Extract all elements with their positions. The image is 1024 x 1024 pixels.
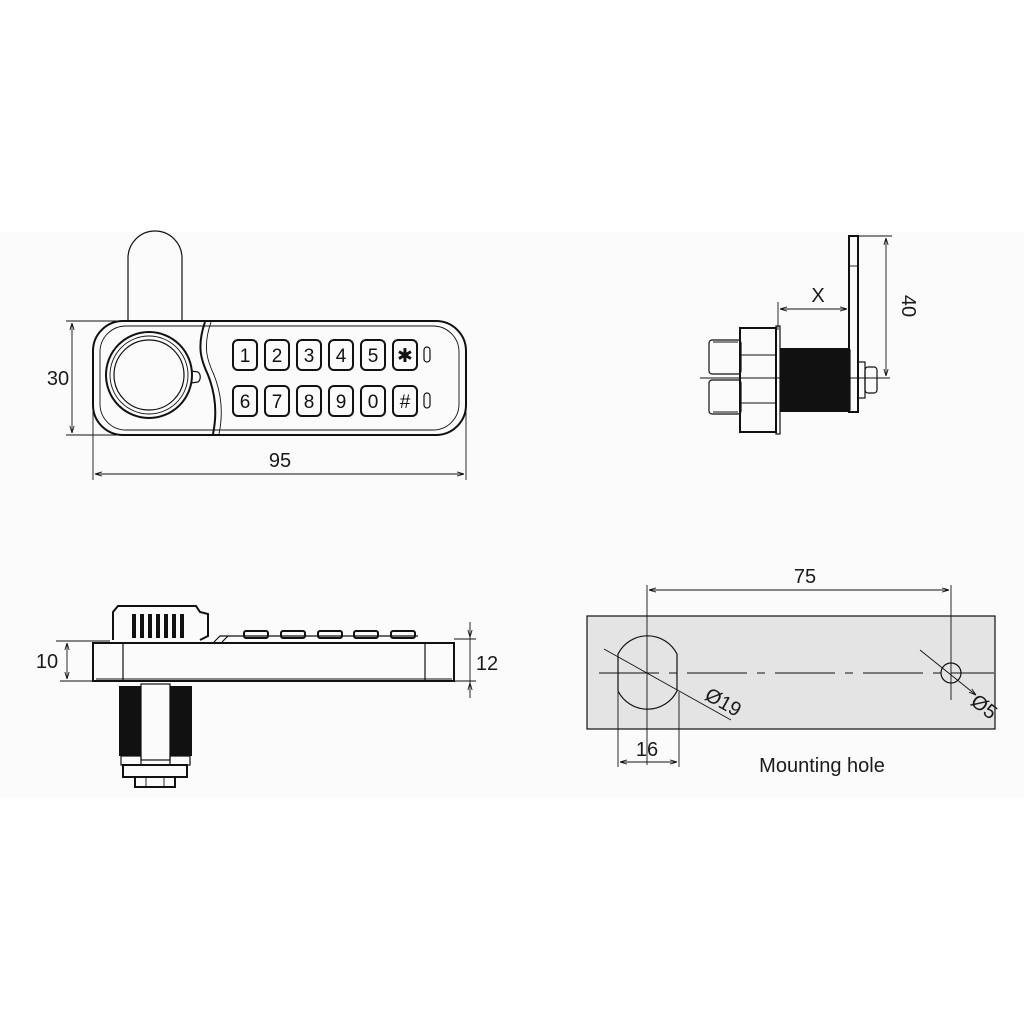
mounting-plate — [586, 615, 996, 730]
svg-text:✱: ✱ — [397, 346, 413, 367]
key-5: 5 — [360, 339, 386, 371]
svg-text:6: 6 — [240, 392, 251, 413]
profile-view: 10 12 — [36, 605, 498, 788]
svg-text:7: 7 — [272, 392, 283, 413]
key-4: 4 — [328, 339, 354, 371]
body-divider — [199, 321, 217, 435]
side-view: X 40 — [700, 235, 919, 435]
key-6: 6 — [232, 385, 258, 417]
latch-bolt — [127, 230, 183, 322]
svg-text:3: 3 — [304, 346, 315, 367]
svg-text:40: 40 — [897, 295, 919, 317]
key-2: 2 — [264, 339, 290, 371]
dimension-height-12: 12 — [454, 622, 498, 698]
knob-grip — [132, 614, 184, 638]
threaded-cylinder-profile — [119, 683, 192, 788]
threaded-cylinder — [780, 348, 848, 412]
svg-text:X: X — [811, 285, 824, 307]
dimension-spacing-75: 75 — [649, 566, 949, 590]
front-view: 1 2 3 4 5 ✱ — [47, 230, 467, 480]
lock-body-inner-edge — [99, 325, 460, 431]
dimension-height-10: 10 — [36, 640, 110, 682]
key-3: 3 — [296, 339, 322, 371]
lock-body-profile — [92, 642, 455, 682]
led-indicator-bottom — [423, 392, 431, 409]
key-8: 8 — [296, 385, 322, 417]
key-7: 7 — [264, 385, 290, 417]
mounting-hole-caption: Mounting hole — [759, 755, 885, 777]
key-bumps — [243, 630, 416, 639]
dimension-height-30: 30 — [47, 320, 120, 436]
svg-text:12: 12 — [476, 653, 498, 675]
key-hash: # — [392, 385, 418, 417]
svg-text:8: 8 — [304, 392, 315, 413]
svg-text:9: 9 — [336, 392, 347, 413]
svg-text:2: 2 — [272, 346, 283, 367]
keypad: 1 2 3 4 5 ✱ — [232, 339, 431, 417]
led-indicator-top — [423, 346, 431, 363]
svg-text:95: 95 — [269, 450, 291, 472]
key-0: 0 — [360, 385, 386, 417]
key-star: ✱ — [392, 339, 418, 371]
key-1: 1 — [232, 339, 258, 371]
svg-text:0: 0 — [368, 392, 379, 413]
svg-text:30: 30 — [47, 368, 69, 390]
dimension-height-40: 40 — [858, 235, 919, 376]
key-9: 9 — [328, 385, 354, 417]
svg-text:5: 5 — [368, 346, 379, 367]
svg-text:1: 1 — [240, 346, 251, 367]
dimension-x: X — [777, 285, 847, 330]
knob — [105, 331, 201, 419]
svg-text:16: 16 — [636, 739, 658, 761]
svg-text:75: 75 — [794, 566, 816, 588]
lock-body — [92, 320, 467, 436]
cam-plate — [848, 235, 859, 413]
svg-text:#: # — [400, 392, 411, 413]
mounting-hole-view: 75 Ø19 Ø5 16 Mounting hole — [586, 566, 1001, 777]
large-mounting-hole — [617, 635, 678, 710]
dimension-width-16: 16 — [617, 692, 680, 767]
dimension-width-95: 95 — [92, 400, 467, 480]
svg-text:10: 10 — [36, 651, 58, 673]
svg-text:4: 4 — [336, 346, 347, 367]
